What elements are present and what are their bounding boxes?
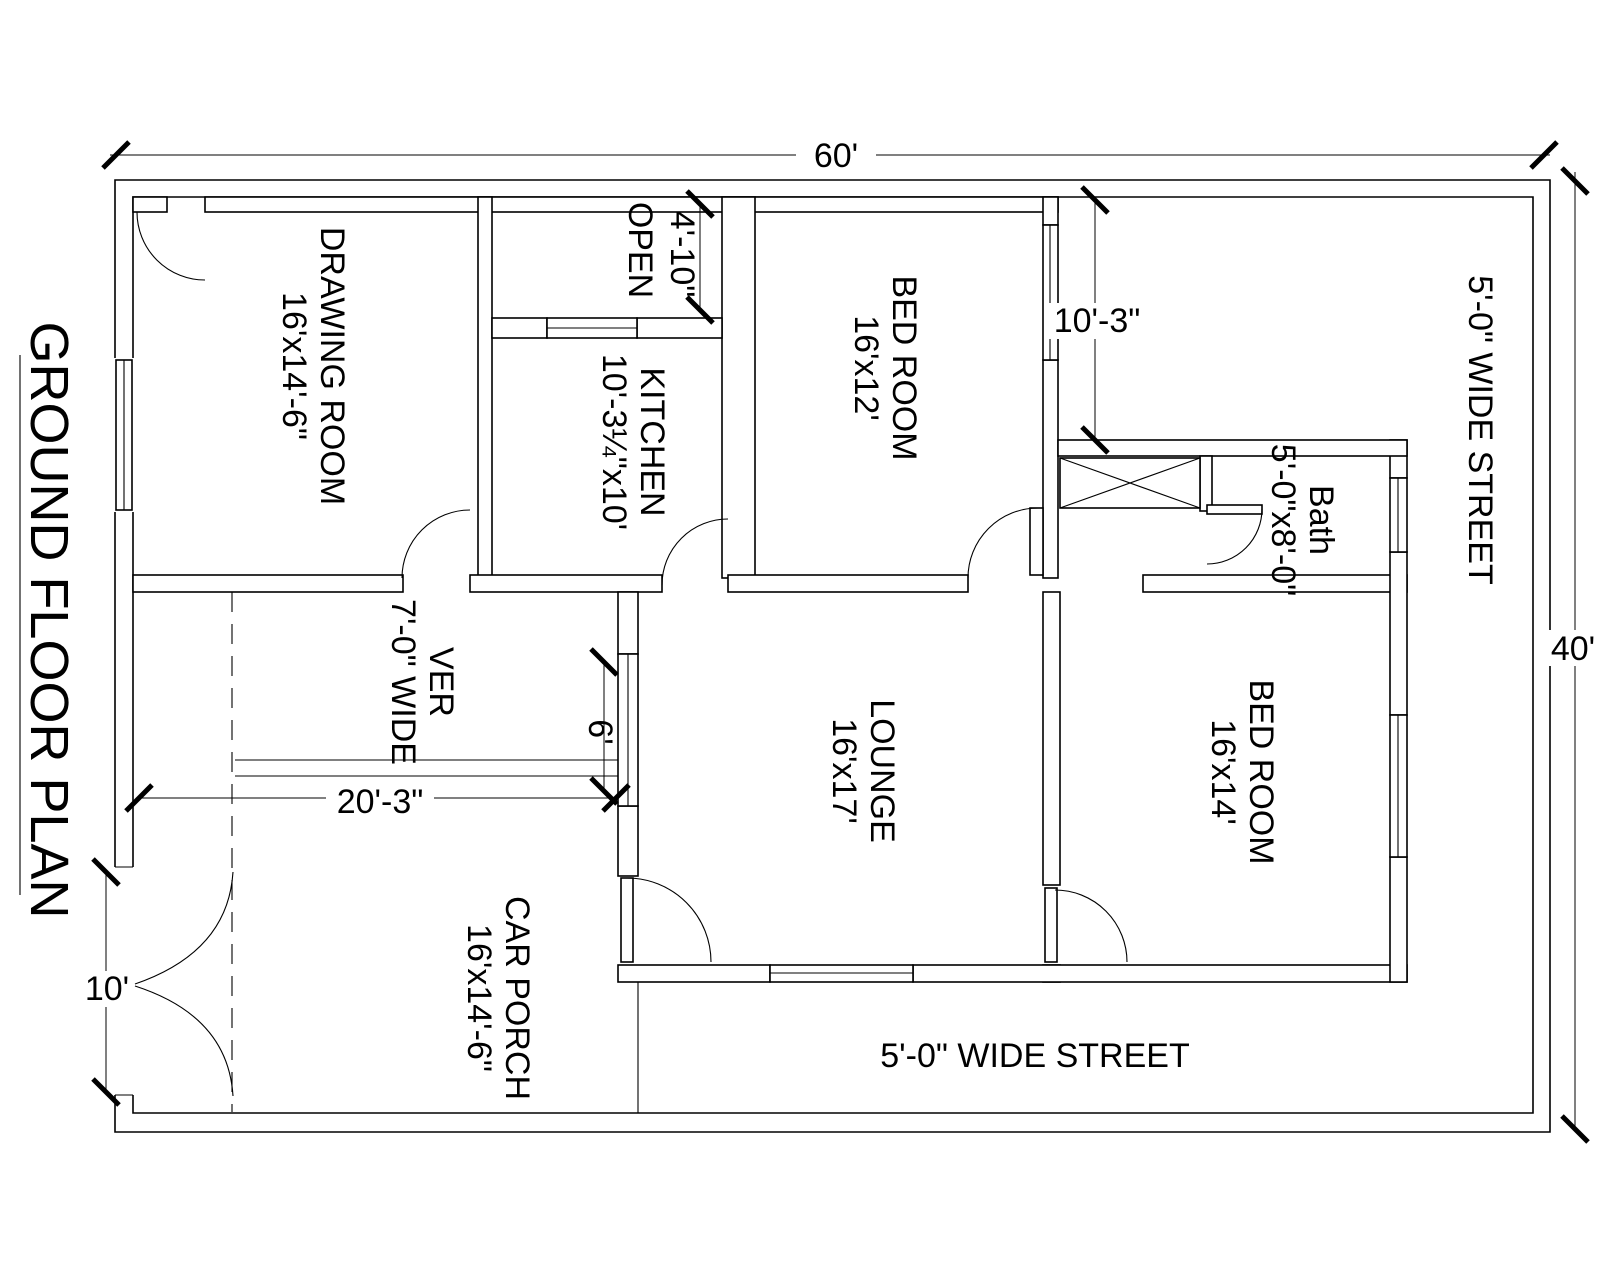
- walls: [132, 196, 1408, 983]
- dim-tick: [124, 783, 154, 813]
- window-lounge-bottom: [769, 964, 914, 983]
- door-leaf-bedroom2: [1044, 887, 1058, 963]
- dim-tick: [1529, 140, 1559, 170]
- window-bath-right: [1389, 477, 1408, 553]
- dim-tick: [601, 783, 631, 813]
- room-size-kitchen: 10'-3¼"x10': [595, 354, 633, 530]
- room-label-verandah: VER: [422, 647, 460, 717]
- dim-tick: [91, 1077, 121, 1107]
- dim-tick: [91, 857, 121, 887]
- room-size-lounge: 16'x17': [825, 718, 863, 824]
- door-arc-bedroom1: [967, 507, 1039, 579]
- dim-tick: [1080, 425, 1110, 455]
- stair-hatch-cross: [1059, 457, 1201, 509]
- dimensions: 60' 40' 10'-3" 4'-10" 20'-3" 6' 10': [80, 136, 1600, 1144]
- wall-house-right-3: [1389, 856, 1408, 983]
- dim-label-10-3: 10'-3": [1054, 302, 1141, 340]
- window-open-kitchen: [546, 317, 638, 339]
- room-label-bed-room-2: BED ROOM: [1242, 679, 1280, 864]
- wall-house-right-2: [1389, 551, 1408, 716]
- dim-tick: [589, 647, 619, 677]
- window-drawing-room-left: [115, 359, 133, 511]
- dim-label-6: 6': [581, 719, 619, 744]
- gate-leaf-arc-bottom: [134, 985, 234, 1097]
- wall-kitchen-bedroom1: [721, 196, 756, 579]
- room-labels: DRAWING ROOM 16'x14'-6" OPEN KITCHEN 10'…: [275, 202, 1340, 1100]
- doors: [134, 211, 1263, 1097]
- door-arc-bedroom2: [1054, 889, 1128, 963]
- room-label-lounge: LOUNGE: [863, 699, 901, 843]
- room-size-drawing-room: 16'x14'-6": [275, 292, 313, 440]
- wall-bottom-west: [617, 964, 771, 983]
- dim-tick: [589, 776, 619, 806]
- door-leaf-lounge-west: [620, 877, 634, 963]
- room-label-drawing-room: DRAWING ROOM: [313, 227, 351, 505]
- dim-tick: [101, 140, 131, 170]
- plan-title: GROUND FLOOR PLAN: [19, 321, 79, 918]
- gate-leaf-arc-top: [134, 871, 234, 985]
- plot-boundary-inner: [132, 196, 1534, 1114]
- wall-lounge-left-upper: [617, 591, 639, 655]
- site-lines: [231, 592, 639, 1113]
- door-leaf-bath: [1206, 504, 1263, 515]
- door-arc-lounge-west: [626, 877, 712, 963]
- wall-bedroom1-right-lower: [1042, 359, 1059, 579]
- dim-tick: [685, 189, 715, 219]
- verandah-steps: [235, 759, 618, 777]
- door-arc-bath: [1206, 508, 1263, 565]
- room-label-open: OPEN: [621, 202, 659, 298]
- wall-mid-bedroom1: [727, 574, 969, 593]
- dim-label-10: 10': [85, 970, 129, 1008]
- wall-top-corner-stub: [132, 196, 168, 213]
- room-size-car-porch: 16'x14'-6": [460, 924, 498, 1072]
- room-size-bed-room-1: 16'x12': [847, 315, 885, 421]
- dim-tick: [1560, 166, 1590, 196]
- dim-tick: [1080, 185, 1110, 215]
- room-label-bed-room-1: BED ROOM: [885, 275, 923, 460]
- wall-bedroom1-right-upper: [1042, 196, 1059, 226]
- stair-hatch: [1059, 457, 1201, 509]
- window-verandah-lounge: [617, 653, 639, 807]
- dim-label-60: 60': [814, 137, 858, 175]
- dim-tick: [685, 295, 715, 325]
- door-arc-kitchen: [661, 518, 729, 586]
- room-label-kitchen: KITCHEN: [633, 367, 671, 516]
- room-size-verandah: 7'-0" WIDE: [384, 599, 422, 765]
- door-arc-drawing-room: [401, 509, 471, 579]
- room-size-bath: 5'-0"x8'-0": [1264, 444, 1302, 596]
- title-block: GROUND FLOOR PLAN: [19, 321, 79, 918]
- wall-bath-left: [1199, 455, 1213, 512]
- wall-mid-kitchen: [469, 574, 663, 593]
- street-label-right: 5'-0" WIDE STREET: [1461, 275, 1499, 585]
- wall-bottom-east: [912, 964, 1408, 983]
- dim-label-4-10: 4'-10": [663, 211, 701, 298]
- wall-open-sill-left: [491, 317, 548, 339]
- room-label-car-porch: CAR PORCH: [498, 896, 536, 1100]
- street-label-bottom: 5'-0" WIDE STREET: [880, 1037, 1190, 1075]
- wall-lounge-left-lower: [617, 805, 639, 877]
- door-arc-main-entrance: [136, 211, 206, 281]
- room-label-bath: Bath: [1302, 485, 1340, 555]
- street-labels: 5'-0" WIDE STREET 5'-0" WIDE STREET: [880, 275, 1499, 1075]
- room-size-bed-room-2: 16'x14': [1204, 719, 1242, 825]
- dim-label-20-3: 20'-3": [337, 783, 424, 821]
- dim-label-40: 40': [1551, 630, 1595, 668]
- wall-mid-drawing: [132, 574, 404, 593]
- dim-tick: [1560, 1114, 1590, 1144]
- window-bedroom2-right: [1389, 714, 1408, 858]
- wall-stair-top: [1057, 439, 1408, 457]
- wall-drawing-kitchen: [477, 196, 493, 579]
- door-leaf-bedroom1: [1029, 507, 1044, 576]
- wall-lounge-bedroom2: [1042, 591, 1061, 886]
